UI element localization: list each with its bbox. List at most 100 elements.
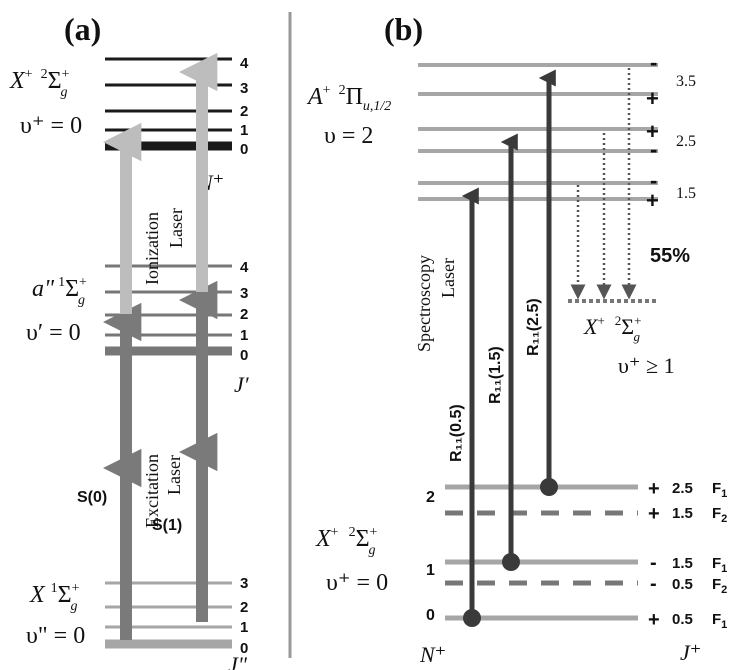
ground-vib-label: υ" = 0	[26, 623, 85, 649]
intermediate-state-multiplicity: 1	[58, 275, 65, 290]
lower-state-letter: X	[315, 526, 332, 552]
upper-state-sub: u,1/2	[363, 99, 391, 114]
ion-state-charge: +	[25, 67, 33, 82]
ion-state-sub: g	[60, 85, 67, 100]
ion-state-letter: X	[9, 68, 26, 94]
j-axis-label: J⁺	[680, 640, 701, 665]
r11-0.5-origin	[463, 609, 481, 627]
intermediate-axis-label: J′	[234, 372, 250, 397]
decay-percent: 55%	[650, 245, 690, 267]
lower-f-sub: 1	[721, 563, 727, 575]
lower-f-label: F2	[712, 505, 727, 525]
intermediate-state-symbol: a"1Σ+g	[32, 275, 87, 308]
upper-parity: +	[646, 188, 659, 213]
r11-2.5-origin	[540, 478, 558, 496]
ground-state-sigma: Σ	[58, 582, 72, 608]
upper-state-symbol: A+2Πu,1/2	[306, 83, 391, 114]
upper-j: 2.5	[676, 133, 696, 150]
lower-parity: -	[650, 552, 657, 574]
ground-axis-label: J"	[228, 652, 248, 670]
lower-parity: +	[648, 503, 660, 525]
lower-parity-labels: + + - - +	[648, 478, 660, 631]
spectroscopy-arrows	[461, 69, 558, 627]
lower-vib-label: υ⁺ = 0	[326, 570, 388, 596]
branch-label-r11-2.5: R₁₁(2.5)	[525, 298, 542, 356]
lower-j: 2.5	[672, 480, 693, 497]
lower-f-labels: F1 F2 F1 F2 F1	[712, 480, 727, 631]
upper-j: 1.5	[676, 185, 696, 202]
ground-level-label: 1	[240, 619, 248, 636]
lower-n: 1	[426, 562, 435, 579]
upper-j: 3.5	[676, 73, 696, 90]
lower-j: 0.5	[672, 611, 693, 628]
ground-level-labels: 3 2 1 0	[240, 575, 248, 657]
lower-state-sigma: Σ	[356, 526, 370, 552]
panel-b-upper-levels	[418, 63, 658, 201]
ground-state-sub-sup: +	[72, 581, 80, 596]
intermediate-state-sub-sup: +	[79, 275, 87, 290]
decay-state-sigma: Σ	[621, 314, 634, 339]
branch-label-r11-1.5: R₁₁(1.5)	[487, 346, 504, 404]
intermediate-level-label: 2	[240, 306, 248, 323]
lower-f: F	[712, 611, 721, 628]
ion-state-sub-sup: +	[62, 67, 70, 82]
ground-state-multiplicity: 1	[51, 581, 58, 596]
ground-state-sub: g	[71, 599, 78, 614]
upper-state-letter: A	[306, 84, 323, 110]
s0-label: S(0)	[77, 489, 107, 506]
intermediate-state-sigma: Σ	[65, 276, 79, 302]
upper-parity: +	[646, 119, 659, 144]
decay-state-multiplicity: 2	[615, 313, 622, 328]
ionization-laser-label: Ionization Laser	[142, 208, 186, 285]
n-axis-label: N⁺	[419, 642, 446, 667]
panel-b-label: (b)	[384, 11, 423, 47]
ion-state-multiplicity: 2	[41, 67, 48, 82]
upper-parity: -	[650, 168, 657, 193]
decay-state-letter: X	[583, 314, 599, 339]
lower-f-sub: 1	[721, 488, 727, 500]
upper-state-charge: +	[323, 83, 331, 98]
intermediate-vib-label: υ′ = 0	[26, 320, 81, 346]
ground-level-label: 0	[240, 640, 248, 657]
upper-parity: -	[650, 137, 657, 162]
decay-arrows	[570, 68, 637, 300]
lower-f: F	[712, 480, 721, 497]
decay-state-sub: g	[633, 329, 640, 344]
upper-parity: -	[650, 50, 657, 75]
upper-vib-label: υ = 2	[324, 123, 373, 149]
lower-f-label: F1	[712, 611, 727, 631]
intermediate-level-label: 1	[240, 327, 248, 344]
ion-level-label: 3	[240, 80, 248, 97]
lower-f-label: F1	[712, 480, 727, 500]
spectroscopy-laser-label: Spectroscopy Laser	[414, 255, 458, 352]
upper-state-pi: Π	[346, 84, 363, 110]
panel-a-arrows	[102, 52, 218, 640]
lower-state-sub-sup: +	[370, 525, 378, 540]
ion-state-sigma: Σ	[48, 68, 62, 94]
intermediate-level-label: 0	[240, 347, 248, 364]
spectroscopy-laser-line2: Laser	[438, 258, 458, 298]
lower-j-labels: 2.5 1.5 1.5 0.5 0.5	[672, 480, 693, 628]
lower-parity: +	[648, 478, 660, 500]
intermediate-state-letter: a"	[32, 276, 55, 302]
lower-parity: +	[648, 609, 660, 631]
decay-state-sub-sup: +	[634, 313, 641, 328]
decay-state-charge: +	[597, 313, 604, 328]
lower-state-symbol: X+2Σ+g	[315, 525, 378, 558]
upper-j-labels: 3.5 2.5 1.5	[676, 73, 696, 202]
ion-level-label: 2	[240, 103, 248, 120]
lower-n: 0	[426, 607, 435, 624]
ion-level-labels: 4 3 2 1 0	[240, 55, 249, 158]
decay-vib-label: υ⁺ ≥ 1	[618, 353, 675, 378]
spectroscopy-laser-line1: Spectroscopy	[414, 255, 434, 352]
lower-n: 2	[426, 489, 435, 506]
lower-f: F	[712, 505, 721, 522]
lower-f-sub: 1	[721, 619, 727, 631]
decay-state-symbol: X+2Σ+g	[583, 313, 641, 344]
ground-level-label: 2	[240, 599, 248, 616]
ion-level-label: 4	[240, 55, 249, 72]
lower-j: 1.5	[672, 555, 693, 572]
ground-level-label: 3	[240, 575, 248, 592]
panel-a-ion-levels	[105, 57, 232, 151]
